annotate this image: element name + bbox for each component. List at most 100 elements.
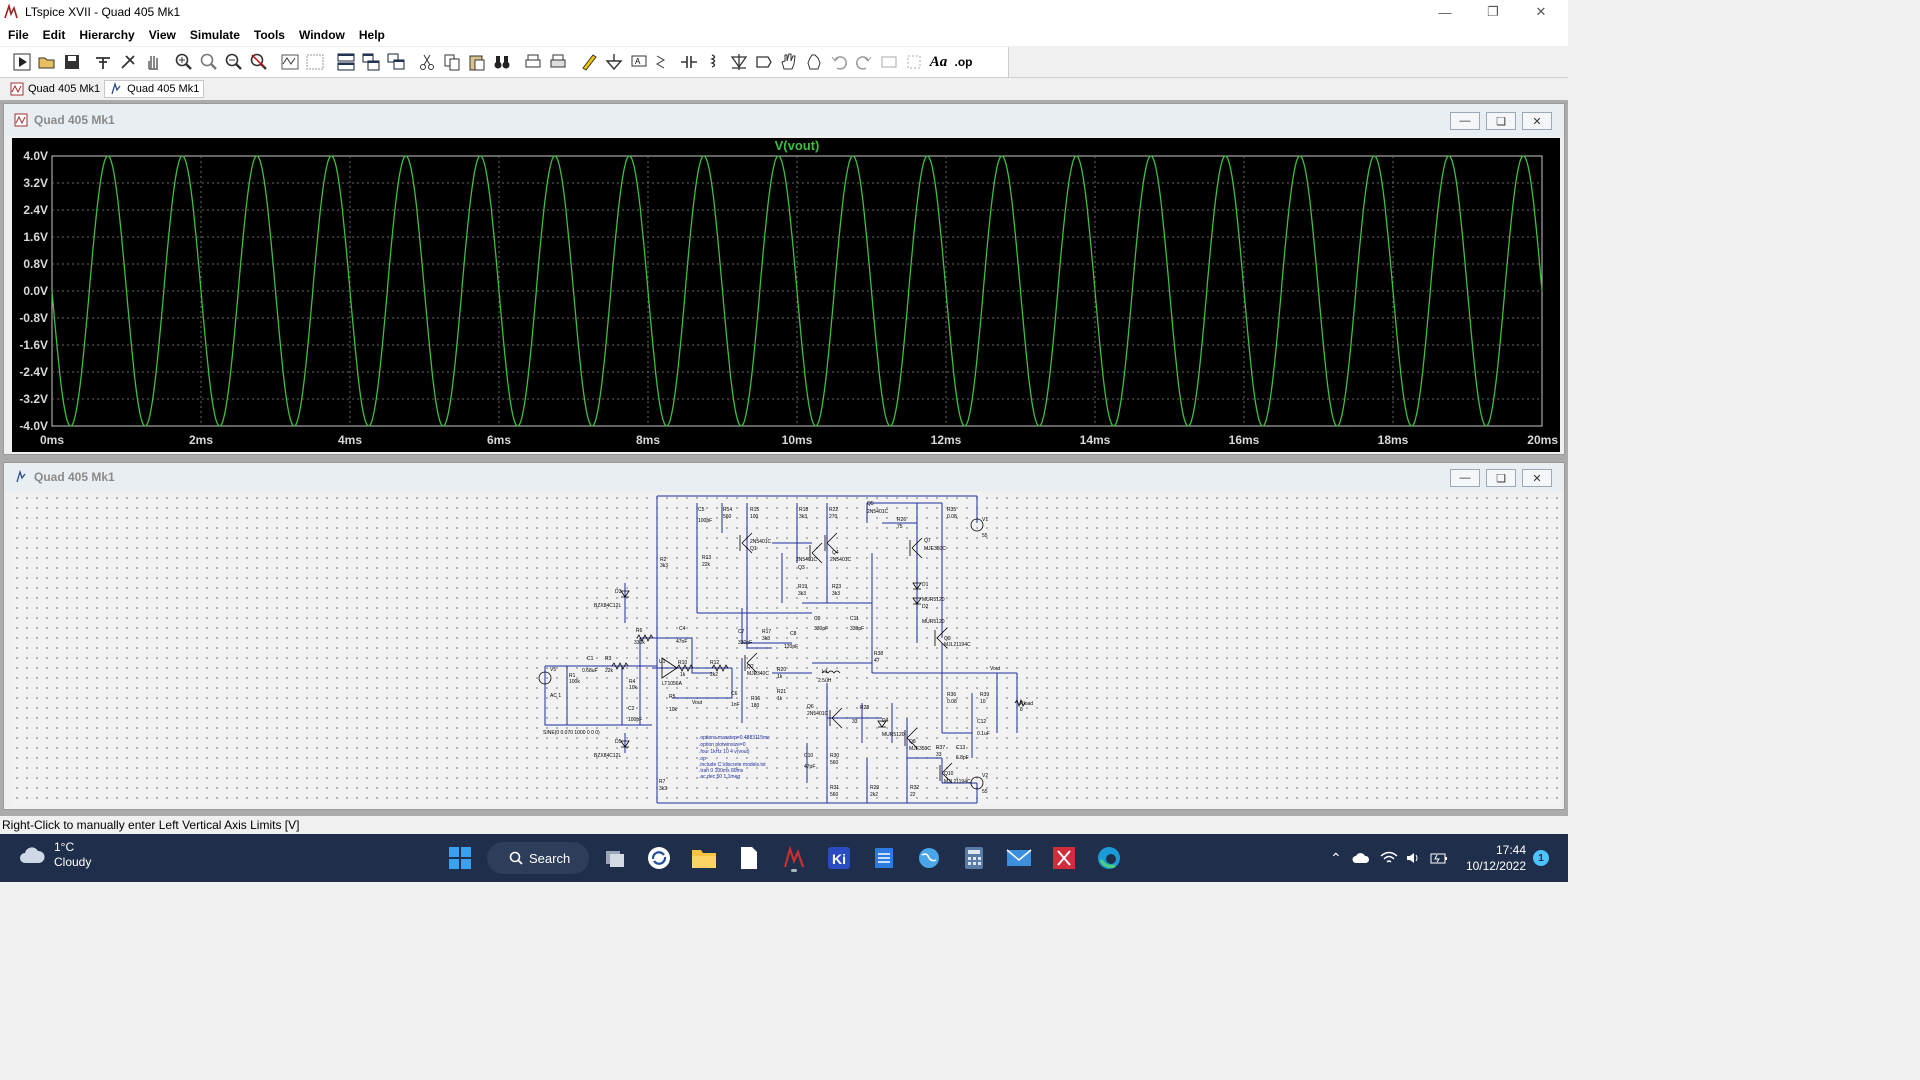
resistor-icon[interactable] <box>652 50 676 74</box>
mark-icon[interactable] <box>303 50 327 74</box>
tab-schematic[interactable]: Quad 405 Mk1 <box>104 80 205 98</box>
browser-globe-icon[interactable] <box>913 842 945 874</box>
cancel-zoom-icon[interactable] <box>247 50 271 74</box>
copy-icon[interactable] <box>440 50 464 74</box>
x-tick-label[interactable]: 4ms <box>338 433 362 447</box>
waveform-plot-pane[interactable]: 4.0V 3.2V 2.4V 1.6V 0.8V 0.0V -0.8V -1.6V -2.4V -… <box>12 138 1560 452</box>
x-tick-label[interactable]: 2ms <box>189 433 213 447</box>
x-tick-label[interactable]: 8ms <box>636 433 660 447</box>
menu-hierarchy[interactable]: Hierarchy <box>79 28 135 42</box>
pan-hand-icon[interactable] <box>141 50 165 74</box>
wifi-icon[interactable] <box>1380 851 1398 865</box>
onedrive-cloud-icon[interactable] <box>1352 852 1370 864</box>
open-icon[interactable] <box>35 50 59 74</box>
notification-badge[interactable]: 1 <box>1533 850 1549 866</box>
y-tick-label[interactable]: -4.0V <box>19 419 48 433</box>
find-binoculars-icon[interactable] <box>490 50 514 74</box>
waveform-close-button[interactable]: ✕ <box>1522 112 1552 130</box>
x-tick-label[interactable]: 18ms <box>1378 433 1409 447</box>
y-tick-label[interactable]: 4.0V <box>23 149 48 163</box>
schematic-drawing[interactable]: V5 AC 1 SINE(0 0.070 1000 0 0 0) R1 100k… <box>12 493 1560 805</box>
x-tick-label[interactable]: 20ms <box>1527 433 1558 447</box>
inductor-icon[interactable] <box>702 50 726 74</box>
sync-app-icon[interactable] <box>643 842 675 874</box>
tile-vertical-icon[interactable] <box>359 50 383 74</box>
y-tick-label[interactable]: 1.6V <box>23 230 48 244</box>
y-tick-label[interactable]: -2.4V <box>19 365 48 379</box>
battery-icon[interactable] <box>1430 851 1448 865</box>
maximize-button[interactable]: ❐ <box>1487 4 1499 19</box>
menu-file[interactable]: File <box>8 28 29 42</box>
y-tick-label[interactable]: -0.8V <box>19 311 48 325</box>
notepad-icon[interactable] <box>733 842 765 874</box>
menu-simulate[interactable]: Simulate <box>189 28 240 42</box>
clock[interactable]: 17:44 10/12/2022 <box>1462 842 1526 874</box>
ltspice-taskbar-icon[interactable] <box>778 842 810 874</box>
redo-icon[interactable] <box>852 50 876 74</box>
schematic-minimize-button[interactable]: — <box>1450 469 1480 487</box>
task-view-icon[interactable] <box>599 842 631 874</box>
mirror-icon[interactable] <box>902 50 926 74</box>
waveform-window-titlebar[interactable]: Quad 405 Mk1 <box>4 104 1564 136</box>
chevron-up-icon[interactable]: ⌃ <box>1330 849 1342 866</box>
spice-directive-icon[interactable]: .op <box>952 50 976 74</box>
capacitor-icon[interactable] <box>677 50 701 74</box>
schematic-window-titlebar[interactable]: Quad 405 Mk1 <box>4 463 1564 491</box>
cascade-icon[interactable] <box>384 50 408 74</box>
menu-window[interactable]: Window <box>298 28 345 42</box>
menu-help[interactable]: Help <box>358 28 385 42</box>
waveform-restore-button[interactable]: ❏ <box>1486 112 1516 130</box>
zoom-fit-icon[interactable] <box>197 50 221 74</box>
ground-icon[interactable] <box>602 50 626 74</box>
control-panel-icon[interactable] <box>91 50 115 74</box>
halt-icon[interactable] <box>116 50 140 74</box>
component-icon[interactable] <box>752 50 776 74</box>
edge-browser-icon[interactable] <box>1093 842 1125 874</box>
x-tick-label[interactable]: 6ms <box>487 433 511 447</box>
move-hand-icon[interactable] <box>777 50 801 74</box>
schematic-restore-button[interactable]: ❏ <box>1486 469 1516 487</box>
run-icon[interactable] <box>10 50 34 74</box>
cut-icon[interactable] <box>415 50 439 74</box>
zoom-out-icon[interactable] <box>222 50 246 74</box>
start-windows-icon[interactable] <box>444 842 476 874</box>
x-tick-label[interactable]: 14ms <box>1080 433 1111 447</box>
rotate-icon[interactable] <box>877 50 901 74</box>
minimize-button[interactable]: — <box>1438 4 1452 20</box>
schematic-close-button[interactable]: ✕ <box>1522 469 1552 487</box>
calculator-icon[interactable] <box>958 842 990 874</box>
taskbar-search[interactable]: Search <box>487 842 589 874</box>
y-tick-label[interactable]: 0.8V <box>23 257 48 271</box>
x-tick-label[interactable]: 10ms <box>782 433 813 447</box>
weather-widget[interactable]: 1°C Cloudy <box>18 840 91 870</box>
undo-icon[interactable] <box>827 50 851 74</box>
text-icon[interactable]: Aa <box>927 50 951 74</box>
ki-app-icon[interactable]: Ki <box>823 842 855 874</box>
tab-waveform[interactable]: Quad 405 Mk1 <box>6 80 104 98</box>
y-tick-label[interactable]: 0.0V <box>23 284 48 298</box>
menu-tools[interactable]: Tools <box>253 28 285 42</box>
y-tick-label[interactable]: -3.2V <box>19 392 48 406</box>
y-tick-label[interactable]: 3.2V <box>23 176 48 190</box>
menu-view[interactable]: View <box>148 28 176 42</box>
autorange-icon[interactable] <box>278 50 302 74</box>
menu-edit[interactable]: Edit <box>42 28 66 42</box>
diode-icon[interactable] <box>727 50 751 74</box>
x-tick-label[interactable]: 0ms <box>40 433 64 447</box>
schematic-canvas[interactable]: V5 AC 1 SINE(0 0.070 1000 0 0 0) R1 100k… <box>12 493 1560 805</box>
waveform-plot[interactable]: 4.0V 3.2V 2.4V 1.6V 0.8V 0.0V -0.8V -1.6V -2.4V -… <box>12 138 1560 452</box>
y-tick-label[interactable]: -1.6V <box>19 338 48 352</box>
trace-vout[interactable] <box>51 155 1543 427</box>
y-tick-label[interactable]: 2.4V <box>23 203 48 217</box>
volume-icon[interactable] <box>1406 851 1422 865</box>
label-net-icon[interactable]: A <box>627 50 651 74</box>
drag-hand-icon[interactable] <box>802 50 826 74</box>
notepad-blue-icon[interactable] <box>868 842 900 874</box>
tile-horizontal-icon[interactable] <box>334 50 358 74</box>
print-icon[interactable] <box>521 50 545 74</box>
file-explorer-icon[interactable] <box>688 842 720 874</box>
paste-icon[interactable] <box>465 50 489 74</box>
x-tick-label[interactable]: 16ms <box>1229 433 1260 447</box>
draw-wire-pencil-icon[interactable] <box>577 50 601 74</box>
waveform-minimize-button[interactable]: — <box>1450 112 1480 130</box>
